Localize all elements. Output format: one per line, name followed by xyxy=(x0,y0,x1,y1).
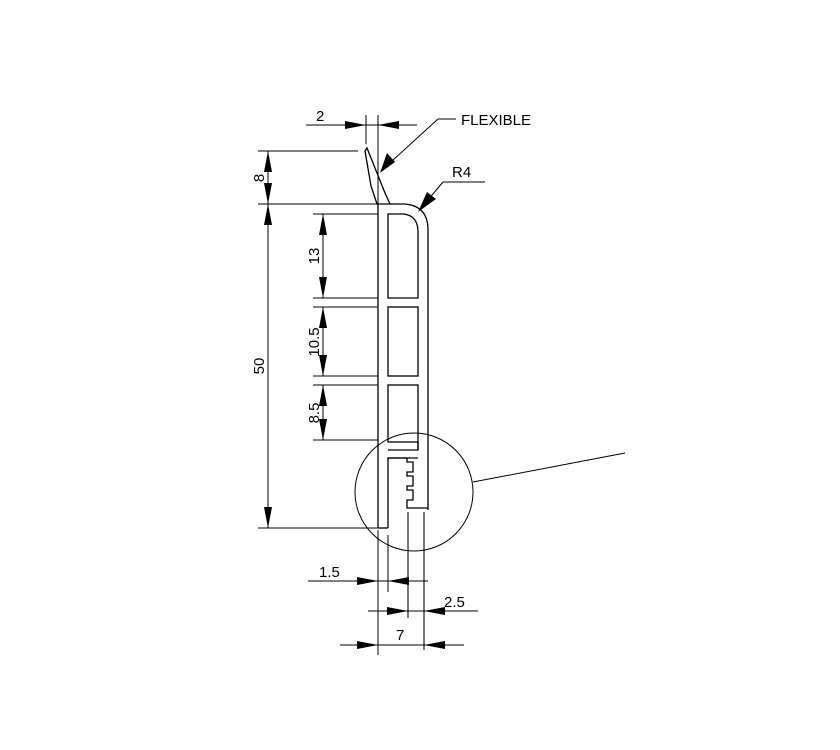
dim-total-height: 50 xyxy=(251,204,378,529)
r4-label: R4 xyxy=(452,164,471,181)
dim-label-10-5: 10.5 xyxy=(306,327,323,356)
dim-label-50: 50 xyxy=(251,358,268,375)
lower-channel xyxy=(388,442,419,451)
flexible-label: FLEXIBLE xyxy=(461,112,531,129)
dim-label-8-5: 8.5 xyxy=(306,403,323,424)
profile-outline xyxy=(364,146,429,650)
callout-radius: R4 xyxy=(418,164,485,212)
dim-label-1-5: 1.5 xyxy=(319,564,340,581)
dim-lip-thickness: 2 xyxy=(306,108,417,204)
dim-label-8: 8 xyxy=(251,174,268,182)
chamber-2 xyxy=(387,306,419,377)
dim-chamber-2: 10.5 xyxy=(306,306,378,377)
dim-chamber-1: 13 xyxy=(306,213,378,299)
detail-circle xyxy=(354,432,626,552)
dim-total-width: 7 xyxy=(340,627,464,649)
dim-gap: 2.5 xyxy=(368,594,478,615)
dim-label-13: 13 xyxy=(306,248,323,265)
chamber-1 xyxy=(387,213,419,299)
dim-label-2: 2 xyxy=(316,108,324,125)
dim-wall-thickness: 1.5 xyxy=(308,530,428,655)
serrated-tongue xyxy=(388,457,428,509)
callout-flexible: FLEXIBLE xyxy=(380,112,531,173)
dim-label-7: 7 xyxy=(396,627,404,644)
dim-label-2-5: 2.5 xyxy=(444,594,465,611)
serrated-insert xyxy=(387,442,419,460)
dim-lip-height: 8 xyxy=(251,150,395,205)
chamber-3 xyxy=(387,384,419,443)
outer-rounded-top xyxy=(390,203,429,510)
dim-chamber-3: 8.5 xyxy=(306,384,378,441)
